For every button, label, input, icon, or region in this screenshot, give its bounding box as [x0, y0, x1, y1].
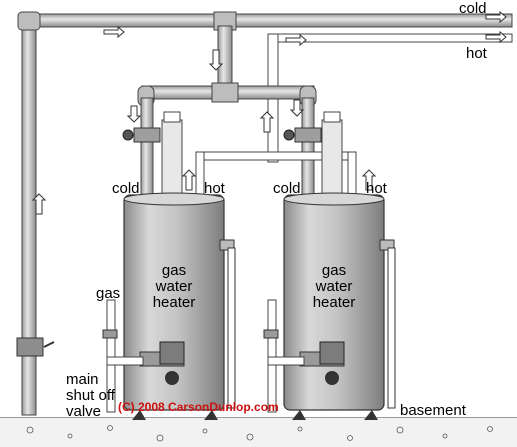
heater1-label-line1: gas	[162, 262, 186, 279]
cold-inlet-valve-1	[122, 127, 161, 143]
arrow-hot-right	[485, 10, 507, 24]
label-cold-top: cold	[459, 0, 487, 17]
flow-arrows	[31, 10, 507, 215]
arrow-cold-right	[103, 25, 125, 39]
arrow-hot-right-2	[485, 30, 507, 44]
label-main-shutoff-line3: valve	[66, 403, 101, 420]
main-cold-supply-pipe	[17, 11, 513, 416]
flue-pipe-1	[161, 111, 183, 199]
arrow-up-hot-2	[361, 169, 377, 191]
gas-supply-pipes	[102, 299, 305, 413]
arrow-down-2	[289, 99, 305, 117]
arrow-up-mid	[259, 111, 275, 133]
label-heater1-cold: cold	[112, 180, 140, 197]
arrow-hot-out-top	[285, 33, 307, 47]
cold-branch-pipe	[137, 25, 317, 199]
arrow-cold-down	[208, 49, 224, 71]
main-shutoff-valve	[16, 337, 55, 357]
cold-inlet-valve-2	[283, 127, 322, 143]
label-main-shutoff-line2: shut off	[66, 387, 116, 404]
heater2-label-line3: heater	[313, 294, 356, 311]
copyright-text: (C) 2008 CarsonDunlop.com	[118, 400, 279, 414]
arrow-up-hot-1	[181, 169, 197, 191]
basement-floor	[0, 417, 517, 447]
arrow-down-1	[126, 105, 142, 123]
flue-pipe-2	[321, 111, 343, 199]
label-heater1-hot: hot	[204, 180, 226, 197]
label-gas: gas	[96, 285, 120, 302]
label-heater2-hot: hot	[366, 180, 388, 197]
label-hot-top: hot	[466, 45, 488, 62]
arrow-up-main	[31, 193, 47, 215]
label-heater2-cold: cold	[273, 180, 301, 197]
heater2-label-line1: gas	[322, 262, 346, 279]
heater1-label-line2: water	[155, 278, 193, 295]
water-heater-2	[283, 192, 396, 420]
heater2-label-line2: water	[315, 278, 353, 295]
label-main-shutoff-line1: main	[66, 371, 99, 388]
heater1-label-line3: heater	[153, 294, 196, 311]
hot-connector-pipes	[195, 151, 357, 201]
label-basement: basement	[400, 402, 467, 419]
water-heater-1	[123, 192, 236, 420]
